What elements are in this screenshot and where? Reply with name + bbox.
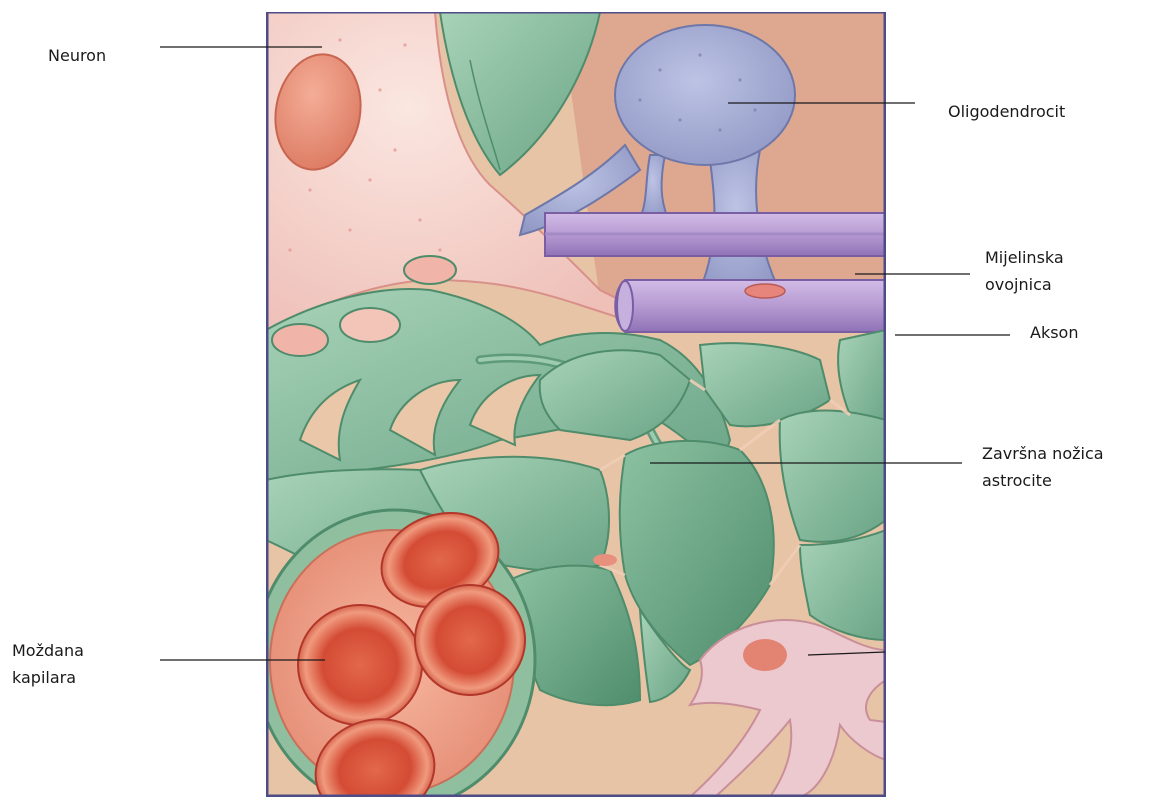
label-astrocyte-line-2: astrocite (982, 467, 1104, 494)
label-brain-capillary: Moždana kapilara (12, 637, 84, 691)
oligodendrocyte-body (615, 25, 795, 165)
label-oligodendrocyte-text: Oligodendrocit (948, 98, 1065, 125)
schwann-nucleus (745, 284, 785, 298)
label-astrocyte-line-1: Završna nožica (982, 440, 1104, 467)
illustration-panel (255, 12, 886, 797)
label-capillary-line-2: kapilara (12, 664, 84, 691)
label-axon-text: Akson (1030, 319, 1078, 346)
label-oligodendrocyte: Oligodendrocit (948, 98, 1065, 125)
label-astrocyte-endfoot: Završna nožica astrocite (982, 440, 1104, 494)
label-myelin-line-1: Mijelinska (985, 244, 1064, 271)
label-capillary-line-1: Moždana (12, 637, 84, 664)
label-myelin-sheath: Mijelinska ovojnica (985, 244, 1064, 298)
label-neuron: Neuron (48, 42, 106, 69)
label-neuron-text: Neuron (48, 42, 106, 69)
label-axon: Akson (1030, 319, 1078, 346)
label-myelin-line-2: ovojnica (985, 271, 1064, 298)
